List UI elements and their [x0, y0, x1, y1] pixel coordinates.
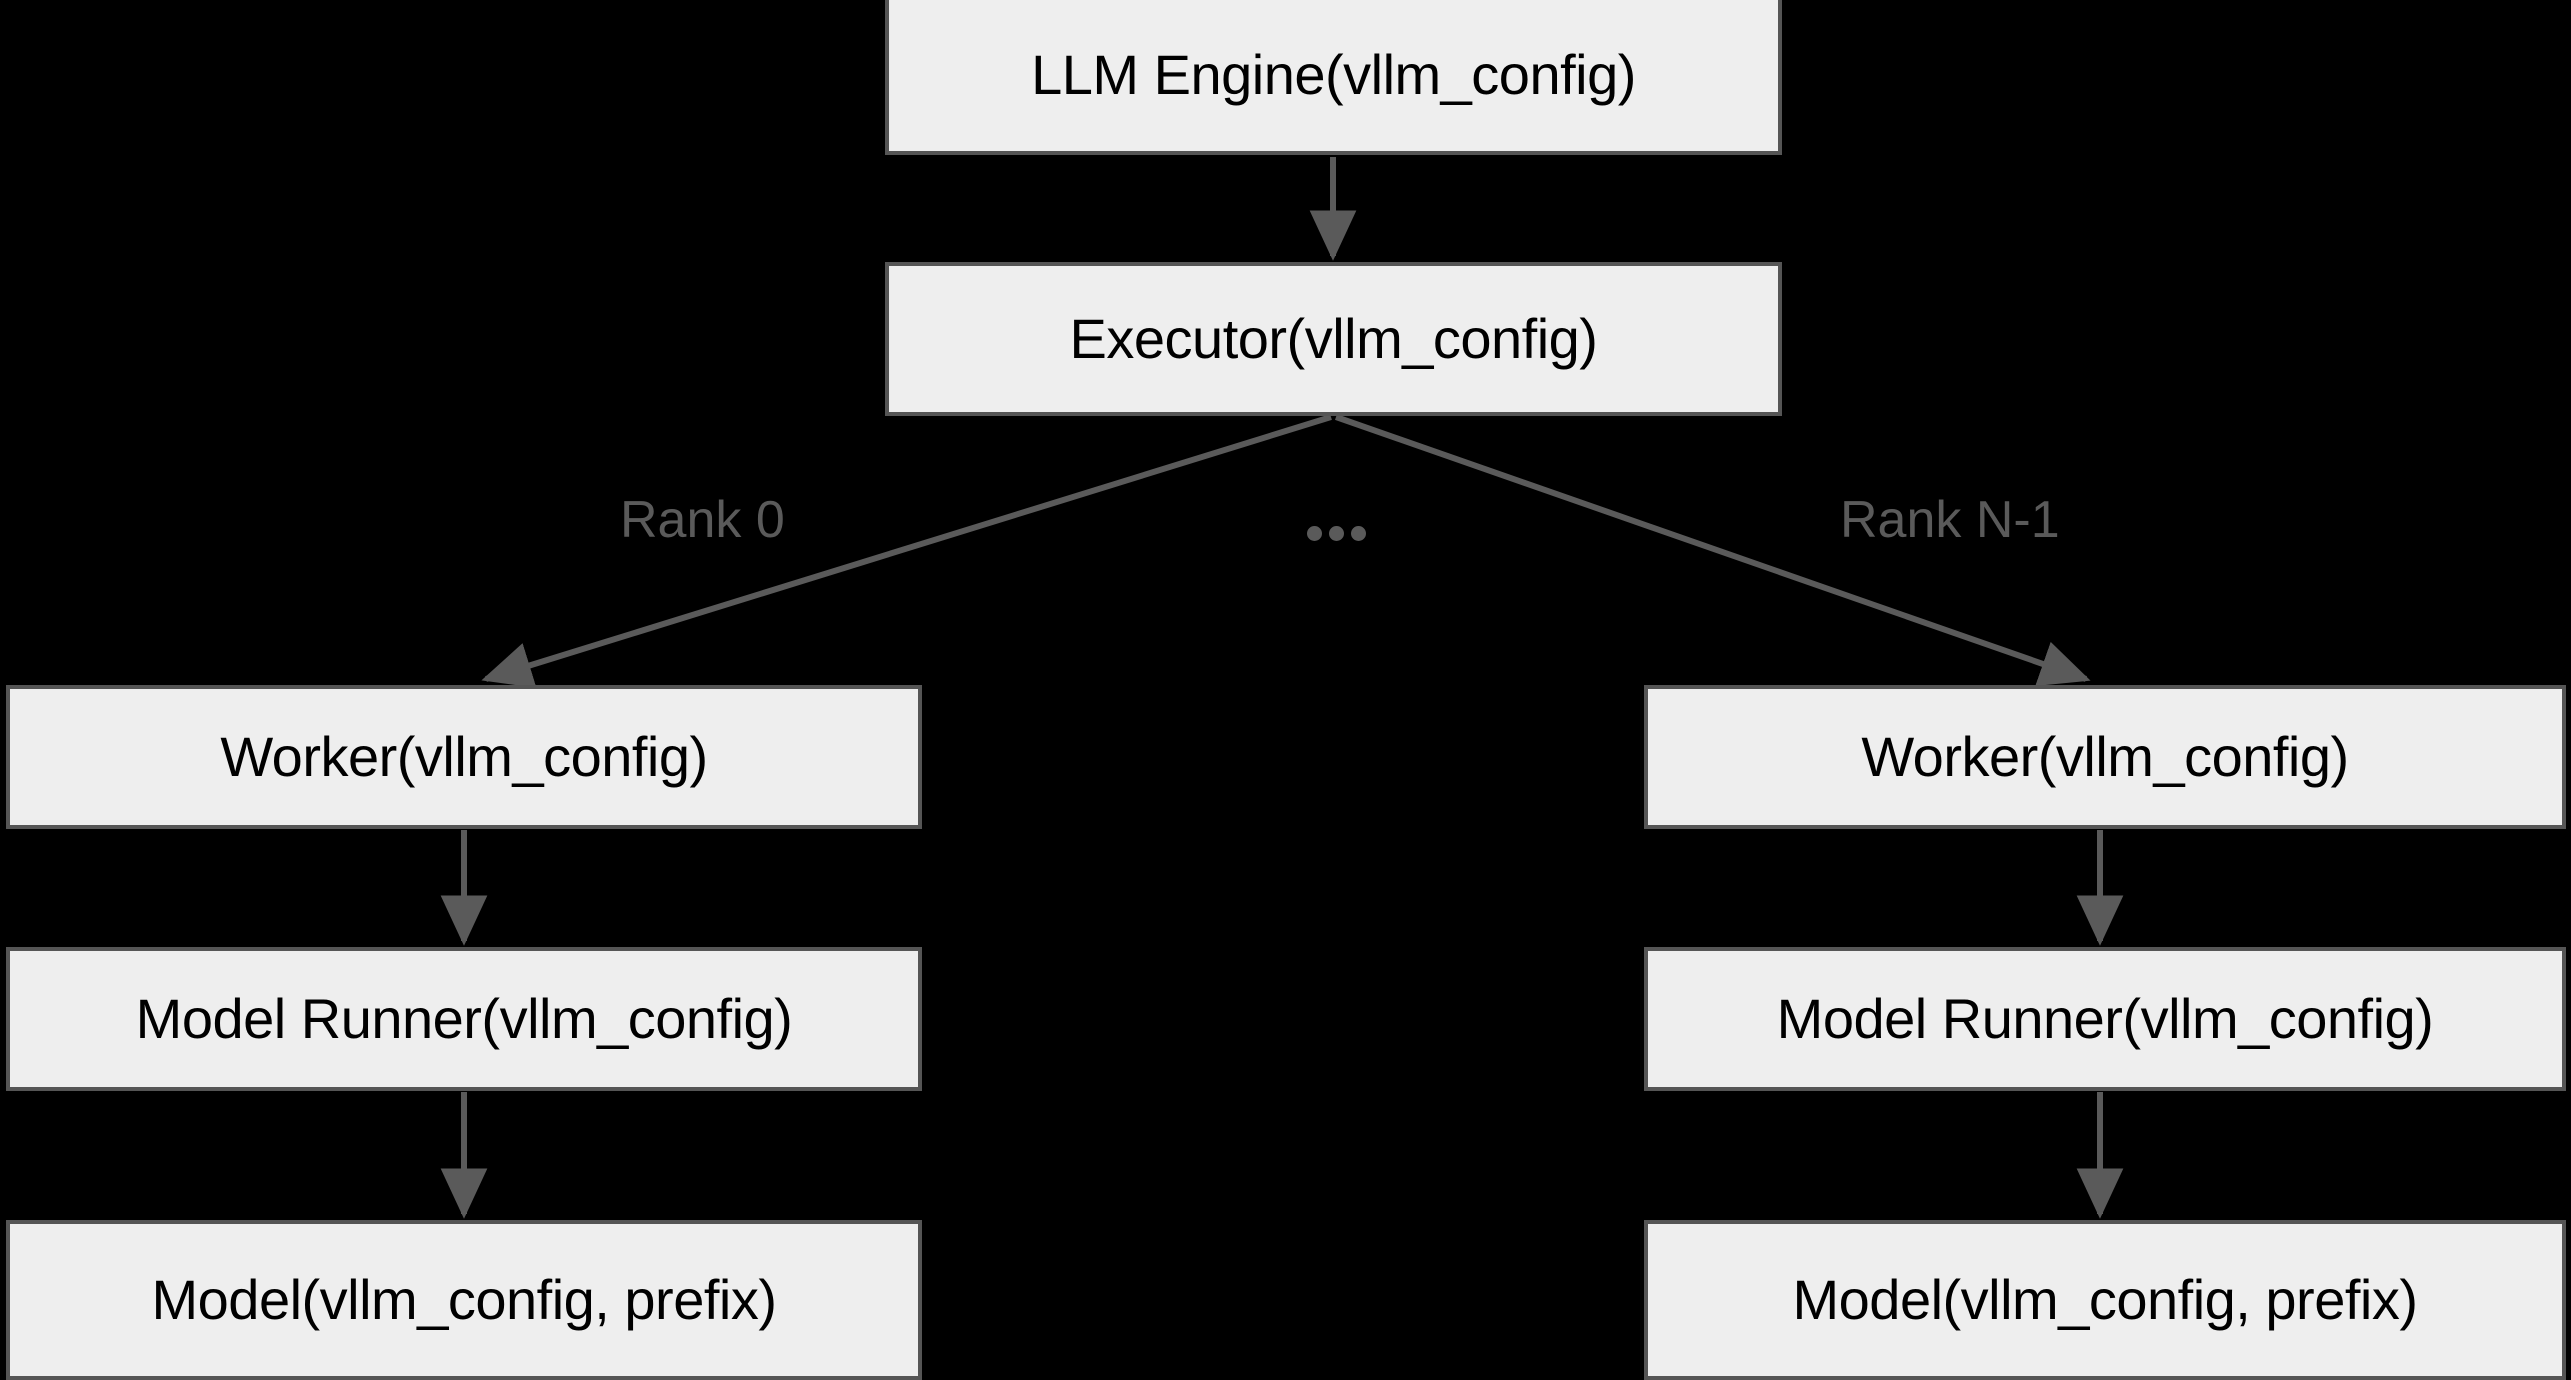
edge-label-rank-n-1: Rank N-1	[1840, 491, 2060, 549]
node-llm-engine[interactable]: LLM Engine(vllm_config)	[885, 0, 1782, 155]
node-model-runner-rank-n-1[interactable]: Model Runner(vllm_config)	[1644, 947, 2566, 1091]
node-worker-rank-n-1[interactable]: Worker(vllm_config)	[1644, 685, 2566, 829]
node-worker-rank-0[interactable]: Worker(vllm_config)	[6, 685, 922, 829]
edge-label-rank-0: Rank 0	[620, 491, 785, 549]
node-model-runner-rank-0[interactable]: Model Runner(vllm_config)	[6, 947, 922, 1091]
node-model-rank-0[interactable]: Model(vllm_config, prefix)	[6, 1220, 922, 1380]
node-executor[interactable]: Executor(vllm_config)	[885, 262, 1782, 416]
node-model-rank-n-1[interactable]: Model(vllm_config, prefix)	[1644, 1220, 2566, 1380]
edge-label-ellipsis	[1307, 526, 1366, 541]
edge-executor-to-worker-left	[481, 414, 1332, 688]
